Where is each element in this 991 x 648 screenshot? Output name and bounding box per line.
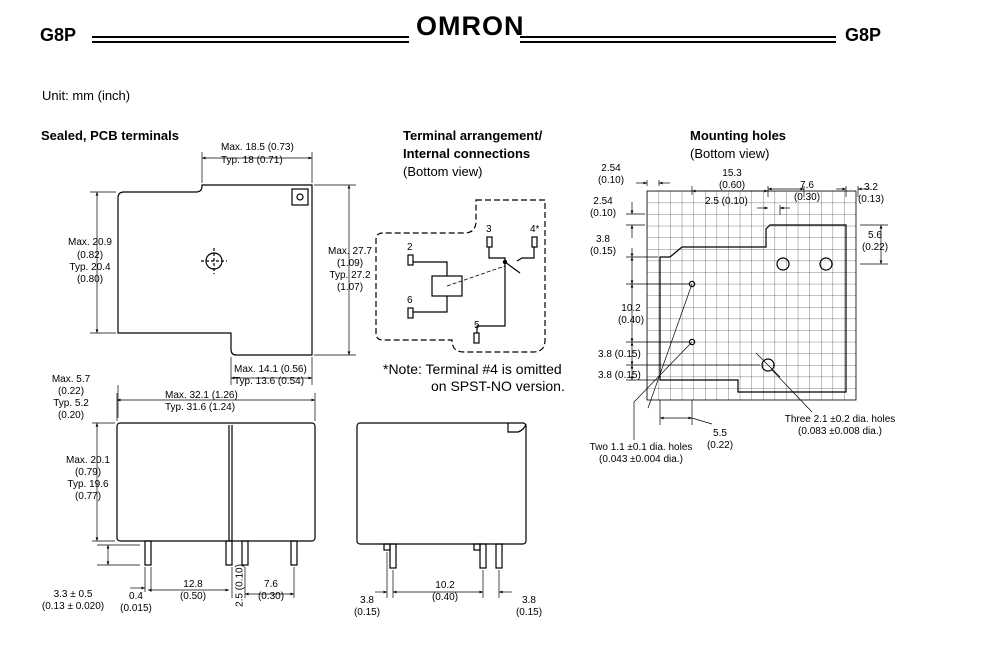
dim-length-max: Max. 32.1 (1.26) xyxy=(165,390,238,401)
mount-dim-38-c: 3.8 (0.15) xyxy=(598,370,641,381)
mount-dim-76-inch: (0.30) xyxy=(793,192,821,203)
dim-left-height-a: Max. 20.9 xyxy=(68,237,112,248)
dim-thickness-c: Typ. 5.2 xyxy=(53,398,89,409)
mount-dim-102: 10.2 xyxy=(621,303,641,314)
mount-dim-76: 7.6 xyxy=(800,180,814,191)
dim-pitch-a-inch: (0.50) xyxy=(179,591,207,602)
mount-dim-55: 5.5 xyxy=(713,428,727,439)
mount-dim-153: 15.3 xyxy=(722,168,742,179)
terminal-note-line1: *Note: Terminal #4 is omitted xyxy=(383,361,562,377)
pin-label-2: 2 xyxy=(407,242,413,253)
dim-right-height-b: (1.09) xyxy=(336,258,364,269)
dim-left-height-b: (0.82) xyxy=(76,250,104,261)
mount-dim-55-inch: (0.22) xyxy=(706,440,734,451)
dim-side-height-b: (0.79) xyxy=(74,467,102,478)
dim-right-height-c: Typ. 27.2 xyxy=(329,270,371,281)
omron-logo: OMRON xyxy=(416,11,525,41)
pcb-section-title: Sealed, PCB terminals xyxy=(41,128,179,143)
end-dim-right: 3.8 xyxy=(522,595,536,606)
mount-dim-102-inch: (0.40) xyxy=(617,315,645,326)
pcb-side-dims xyxy=(92,385,316,598)
dim-bottom-width-max: Max. 14.1 (0.56) xyxy=(234,364,307,375)
mount-dim-38-b: 3.8 (0.15) xyxy=(598,349,641,360)
mounting-outline xyxy=(659,224,847,393)
relay-side-view xyxy=(116,422,316,566)
dim-length-typ: Typ. 31.6 (1.24) xyxy=(165,402,236,413)
dim-left-height-d: (0.80) xyxy=(76,274,104,285)
dim-left-height-c: Typ. 20.4 xyxy=(69,262,111,273)
mount-dim-254-top: 2.54 xyxy=(601,163,621,174)
end-dim-right-inch: (0.15) xyxy=(515,607,543,618)
dim-pin-width-a: 0.4 xyxy=(129,591,143,602)
dim-right-height-a: Max. 27.7 xyxy=(328,246,372,257)
dim-pin-width-b: (0.015) xyxy=(120,603,152,614)
mount-dim-32: 3.2 xyxy=(864,182,878,193)
terminal-title-line2: Internal connections xyxy=(403,146,531,161)
dim-side-height-a: Max. 20.1 xyxy=(66,455,110,466)
mount-dim-56: 5.6 xyxy=(868,230,882,241)
relay-end-view xyxy=(356,422,527,569)
dim-pin-length-b: (0.13 ± 0.020) xyxy=(41,601,105,612)
relay-top-view xyxy=(117,184,313,356)
model-label-right: G8P xyxy=(845,25,882,45)
mounting-subtitle: (Bottom view) xyxy=(690,146,770,161)
small-holes-label: Two 1.1 ±0.1 dia. holes xyxy=(589,442,693,453)
dim-bottom-width-typ: Typ. 13.6 (0.54) xyxy=(234,376,305,387)
pin-label-3: 3 xyxy=(486,224,492,235)
end-dim-left: 3.8 xyxy=(360,595,374,606)
terminal-diagram xyxy=(375,199,546,353)
mounting-dims xyxy=(626,180,888,440)
end-dim-mid: 10.2 xyxy=(435,580,455,591)
end-view-dims xyxy=(375,552,512,598)
dim-pitch-c: 7.6 xyxy=(264,579,278,590)
dim-top-width-max: Max. 18.5 (0.73) xyxy=(221,142,294,153)
mount-dim-254-side: 2.54 xyxy=(593,196,613,207)
mount-dim-254-top-inch: (0.10) xyxy=(597,175,625,186)
mounting-title: Mounting holes xyxy=(690,128,787,143)
pin-label-6: 6 xyxy=(407,295,413,306)
terminal-subtitle: (Bottom view) xyxy=(403,164,483,179)
dim-top-width-typ: Typ. 18 (0.71) xyxy=(221,155,283,166)
end-dim-mid-inch: (0.40) xyxy=(431,592,459,603)
dim-right-height-d: (1.07) xyxy=(336,282,364,293)
model-label-left: G8P xyxy=(40,25,77,45)
small-holes-label-inch: (0.043 ±0.004 dia.) xyxy=(599,454,683,465)
terminal-title-line1: Terminal arrangement/ xyxy=(403,128,543,143)
mount-dim-38-a: 3.8 xyxy=(596,234,610,245)
dim-pitch-c-inch: (0.30) xyxy=(257,591,285,602)
mount-dim-25: 2.5 (0.10) xyxy=(705,196,748,207)
mount-dim-38-a-inch: (0.15) xyxy=(589,246,617,257)
large-holes-label-inch: (0.083 ±0.008 dia.) xyxy=(798,426,882,437)
dim-pin-length-a: 3.3 ± 0.5 xyxy=(53,589,93,600)
header-rules xyxy=(92,36,836,43)
large-holes-label: Three 2.1 ±0.2 dia. holes xyxy=(784,414,896,425)
mounting-grid xyxy=(646,190,857,401)
pin-label-4: 4* xyxy=(530,224,540,235)
dim-side-height-d: (0.77) xyxy=(74,491,102,502)
mount-dim-153-inch: (0.60) xyxy=(718,180,746,191)
dim-side-height-c: Typ. 19.6 xyxy=(67,479,109,490)
dim-pitch-b: 2.5 (0.10) xyxy=(234,564,246,607)
pin-label-5: 5 xyxy=(474,320,480,331)
dim-pitch-a: 12.8 xyxy=(183,579,203,590)
mount-dim-56-inch: (0.22) xyxy=(861,242,889,253)
mount-dim-32-inch: (0.13) xyxy=(857,194,885,205)
unit-label: Unit: mm (inch) xyxy=(42,88,131,103)
terminal-note-line2: on SPST-NO version. xyxy=(431,378,565,394)
dim-thickness-b: (0.22) xyxy=(57,386,85,397)
dim-thickness-d: (0.20) xyxy=(57,410,85,421)
end-dim-left-inch: (0.15) xyxy=(353,607,381,618)
dim-thickness-a: Max. 5.7 xyxy=(51,374,91,385)
mount-dim-254-side-inch: (0.10) xyxy=(589,208,617,219)
pcb-top-dims xyxy=(90,152,356,385)
